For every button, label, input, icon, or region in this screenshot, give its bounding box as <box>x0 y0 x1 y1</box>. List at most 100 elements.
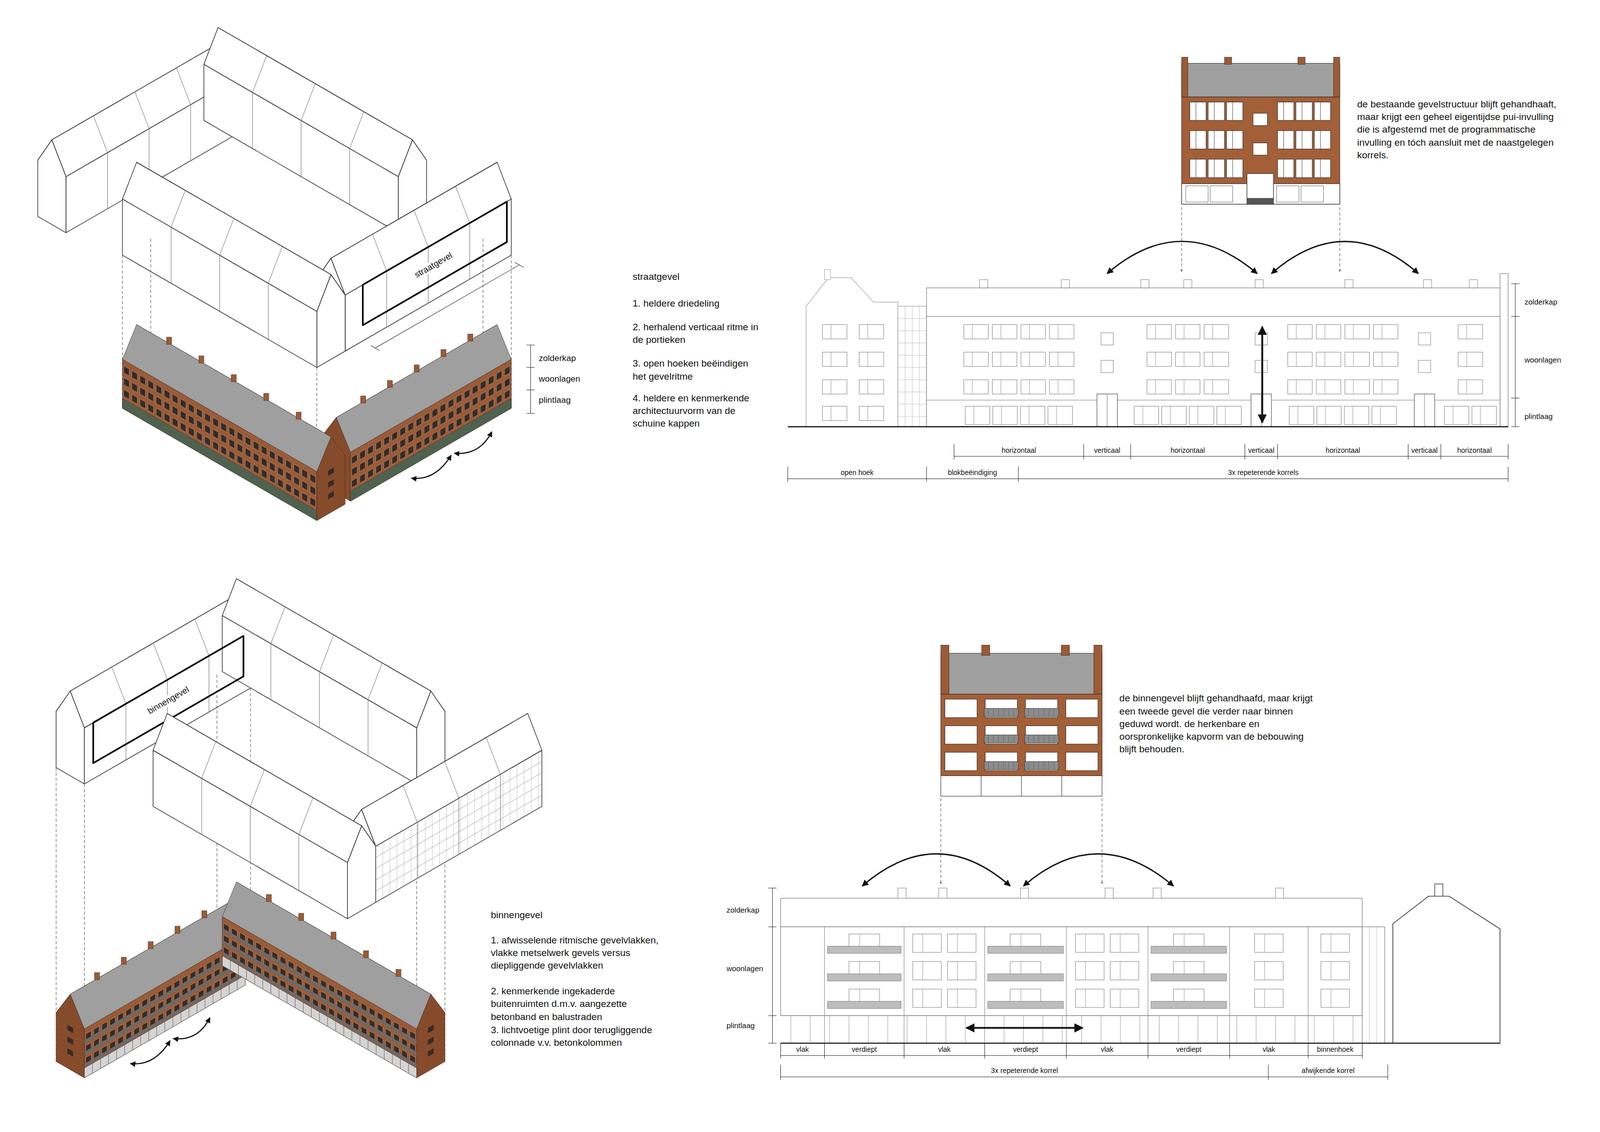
glazing-line <box>530 756 532 813</box>
glazing-line <box>467 792 468 849</box>
roof-division <box>486 737 501 775</box>
window <box>480 403 486 414</box>
glazing-line <box>375 761 542 857</box>
window-mullion <box>1232 130 1234 149</box>
window <box>407 433 414 444</box>
window <box>1049 324 1075 339</box>
gable-window <box>67 1036 74 1045</box>
window <box>376 463 382 474</box>
glazing-line <box>897 379 927 381</box>
balcony-band <box>84 970 245 1067</box>
window <box>1277 130 1294 149</box>
chimney <box>979 279 988 288</box>
window <box>1316 406 1342 425</box>
roof-division <box>219 218 234 256</box>
window-mullion <box>1324 379 1326 394</box>
colonnade-column <box>196 1002 198 1013</box>
baluster <box>1038 734 1039 744</box>
brick-facade <box>940 694 1102 776</box>
window <box>1020 324 1046 339</box>
colonnade-column <box>790 1015 791 1043</box>
colonnade-column <box>1042 1015 1043 1043</box>
dimension-label: 3x repeterende korrel <box>991 1066 1059 1075</box>
window-mullion <box>830 351 832 366</box>
bay-line <box>1308 926 1309 1043</box>
chimney <box>174 926 180 934</box>
colonnade-column <box>100 1058 101 1069</box>
rhythm-arrow <box>1261 326 1264 423</box>
window-mullion <box>1155 379 1156 394</box>
window <box>423 423 430 435</box>
glazing-line <box>1369 926 1370 1043</box>
window-mullion <box>830 379 832 394</box>
window <box>858 324 884 339</box>
window <box>480 379 486 390</box>
window <box>1075 961 1105 980</box>
building-wing <box>122 324 346 521</box>
principle-item: 2. kenmerkende ingekaderde buitenruimten… <box>490 984 665 1023</box>
baluster <box>1008 761 1009 770</box>
window <box>472 396 478 407</box>
window <box>1065 725 1098 744</box>
window <box>180 398 187 409</box>
baluster <box>1033 734 1034 744</box>
gable-window <box>427 1048 434 1057</box>
dimension-tick <box>1440 444 1442 460</box>
window <box>269 473 276 484</box>
roof-division <box>250 769 265 807</box>
colonnade-column <box>1275 1015 1276 1043</box>
dimension-tick <box>984 1042 986 1059</box>
dimension-label: verdiept <box>1176 1044 1202 1054</box>
dimension-tick <box>953 444 955 460</box>
bay-line <box>984 926 986 1043</box>
wall-division <box>252 92 253 149</box>
window <box>496 394 503 405</box>
projection-line <box>1181 207 1183 272</box>
window <box>277 454 284 465</box>
window <box>1373 324 1399 339</box>
glazing-line <box>523 760 525 817</box>
window-mullion <box>1381 351 1383 366</box>
window-mullion <box>867 351 869 366</box>
dimension-tick <box>1387 1064 1388 1080</box>
roof-band <box>940 653 1102 695</box>
rhythm-arrow <box>454 431 492 454</box>
chimney <box>938 887 947 898</box>
window <box>947 989 977 1008</box>
window <box>204 424 211 435</box>
baluster <box>1028 708 1029 717</box>
layer-tick <box>1511 316 1520 317</box>
window <box>993 406 1018 425</box>
dimension-tick <box>1018 466 1019 482</box>
chimney <box>263 393 269 401</box>
roof-slope <box>122 324 332 472</box>
balustrade <box>827 946 902 954</box>
window-mullion <box>1352 324 1354 339</box>
glazing-line <box>403 829 405 886</box>
window-mullion <box>1301 130 1303 149</box>
window-mullion <box>1224 406 1226 425</box>
window <box>992 351 1018 366</box>
dimension-tick <box>1229 1042 1230 1059</box>
chimney <box>363 950 369 958</box>
wall-division <box>427 247 429 303</box>
window-mullion <box>1352 379 1354 394</box>
rhythm-arrow <box>130 1040 171 1064</box>
principle-item: 3. open hoeken beëindigen het gevelritme <box>632 356 759 383</box>
layer-tick <box>1511 397 1520 399</box>
window <box>293 464 300 475</box>
brick-facade <box>1181 96 1340 205</box>
wall-division <box>201 778 203 835</box>
dimension-tick <box>1407 444 1409 460</box>
window <box>212 428 219 440</box>
dimension-tick <box>787 466 788 482</box>
baluster <box>993 734 994 744</box>
colonnade-column <box>392 1053 393 1064</box>
window-mullion <box>1264 989 1265 1008</box>
glazing-line <box>375 783 542 880</box>
window <box>237 431 243 442</box>
window <box>963 351 989 366</box>
colonnade-column <box>327 1016 328 1026</box>
layer-tick <box>768 926 777 928</box>
section-heading: binnengevel <box>490 908 543 921</box>
